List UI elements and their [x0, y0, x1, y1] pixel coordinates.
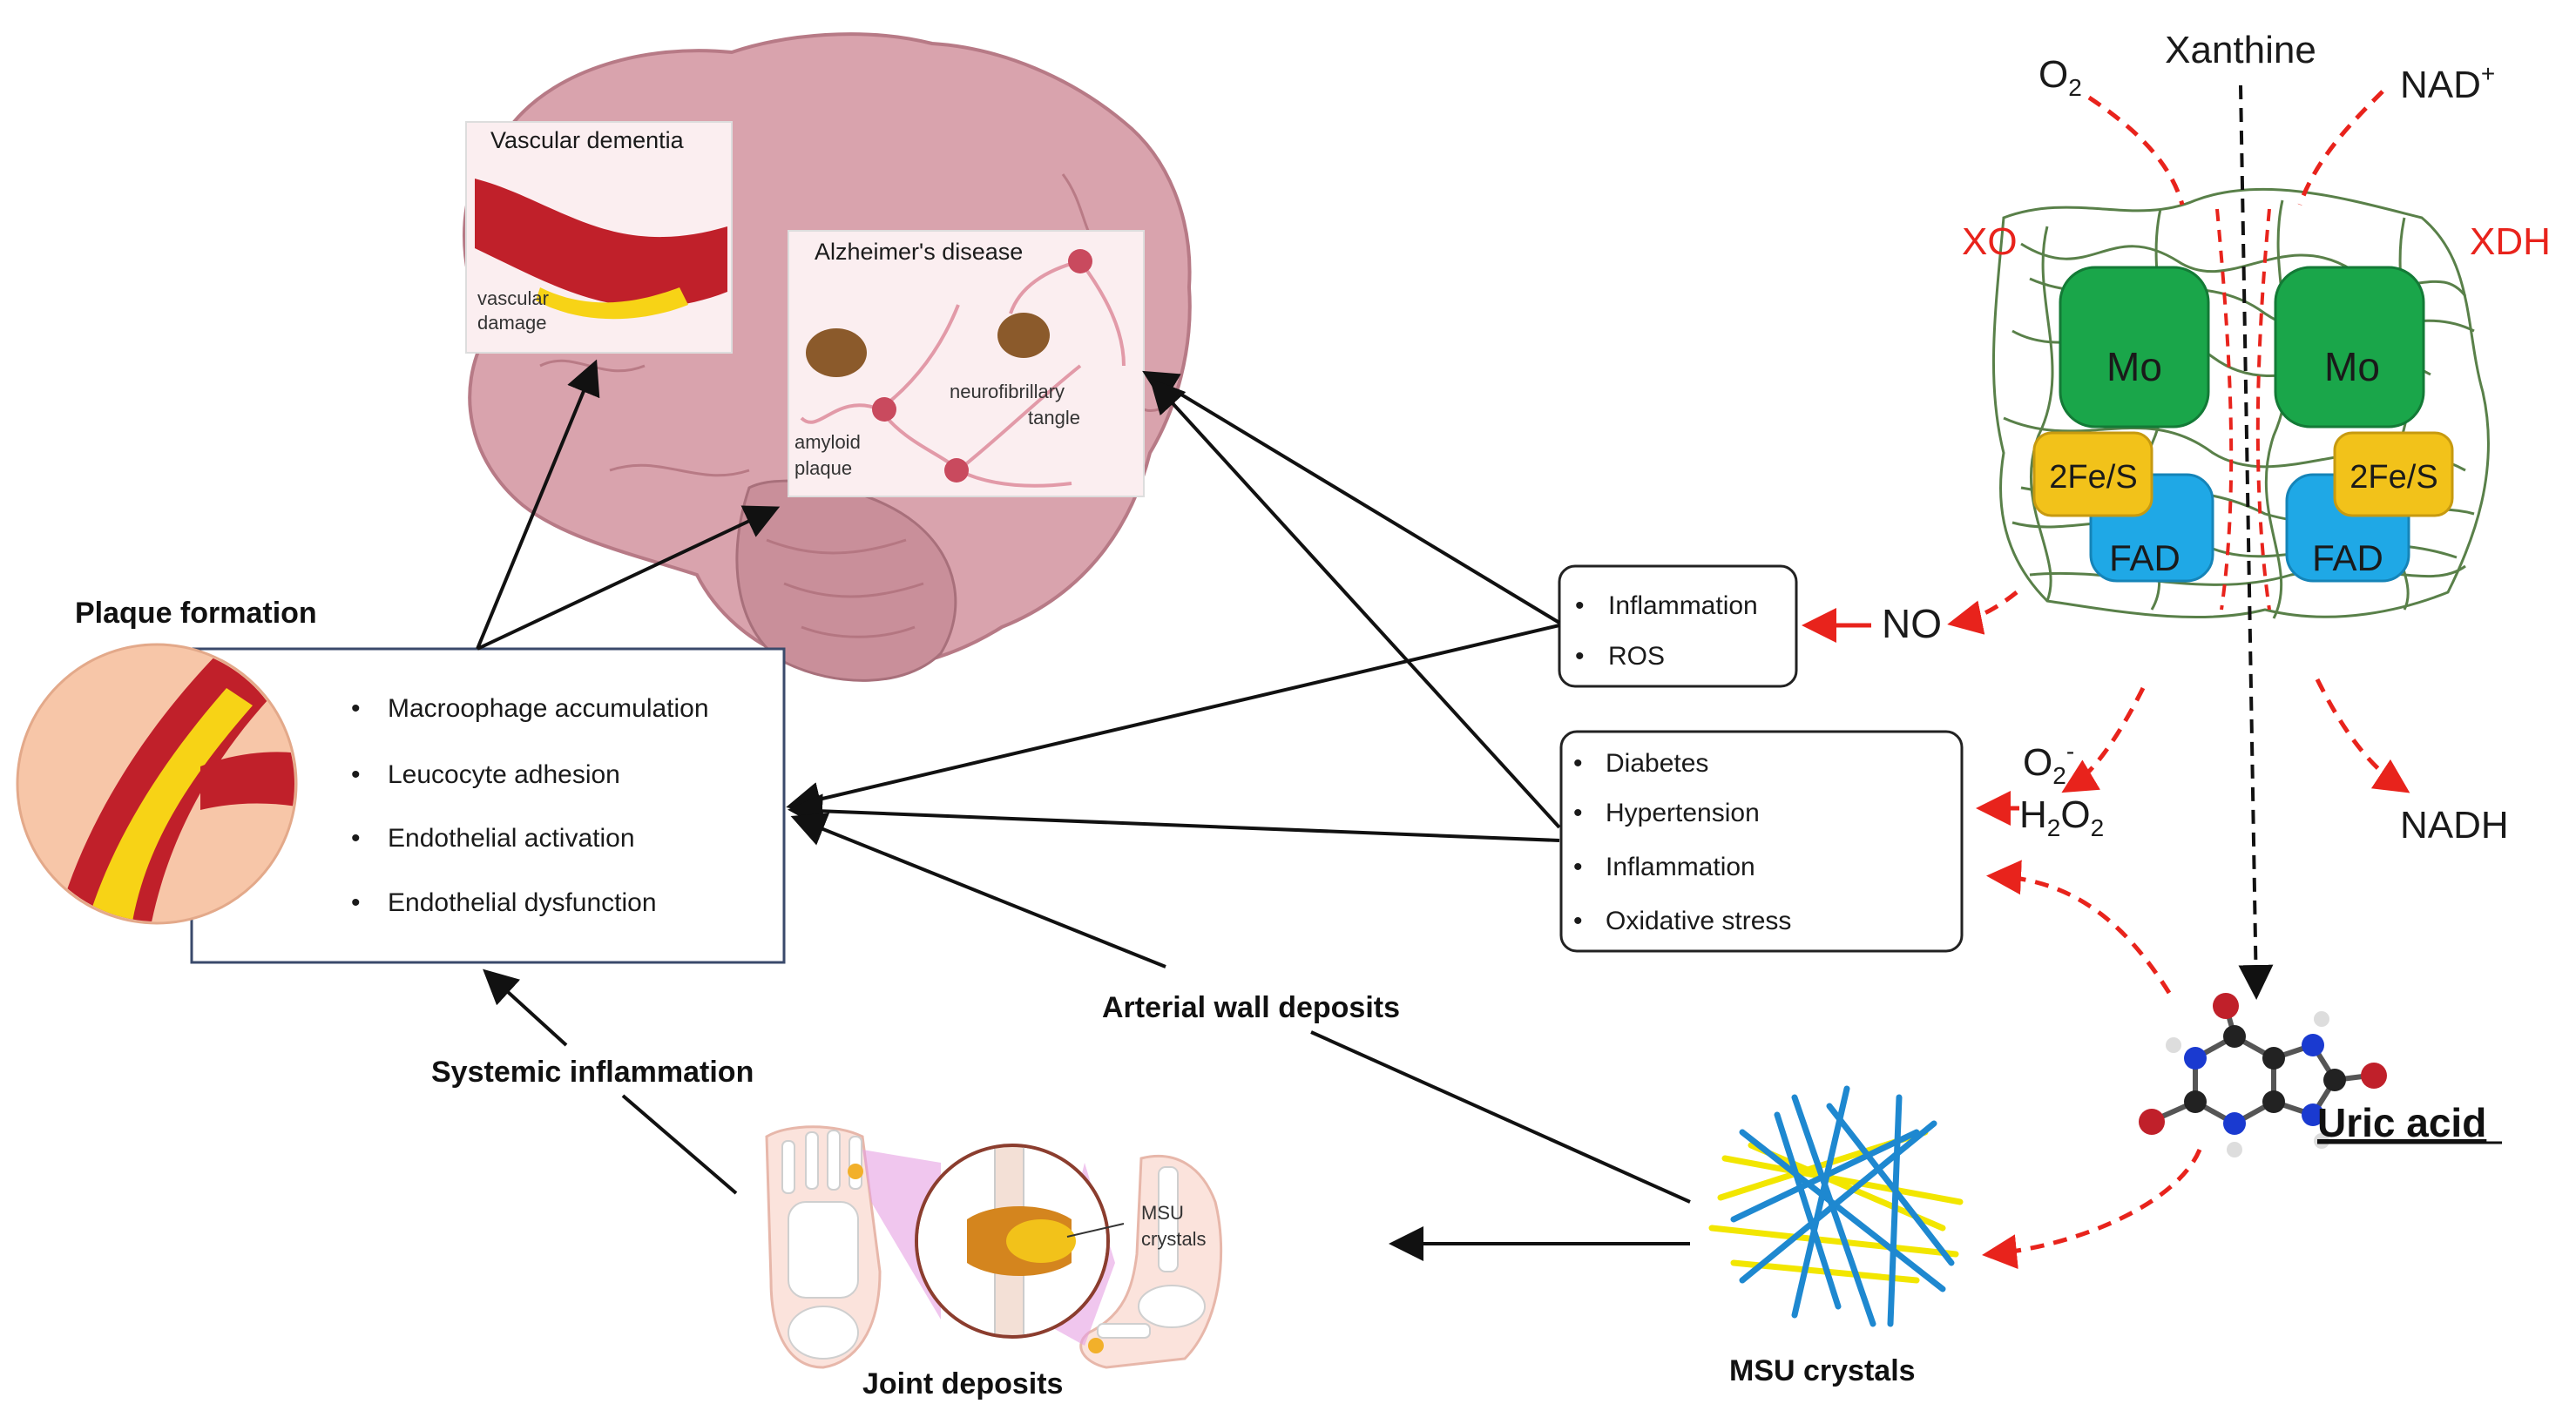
svg-text:•: • [1573, 907, 1583, 935]
no-label: NO [1882, 601, 1942, 646]
box-item: Hypertension [1606, 799, 1760, 827]
msu-crystals-illustration [1708, 1085, 1964, 1327]
joint-deposits-label: Joint deposits [862, 1367, 1063, 1400]
inflammation-ros-box: • Inflammation • ROS [1558, 564, 1798, 688]
tangle-label: neurofibrillary [950, 381, 1065, 402]
svg-text:•: • [351, 824, 361, 853]
xanthine-to-uric-arrow [2238, 84, 2274, 1000]
enzyme-complex: Mo Mo 2Fe/S 2Fe/S FAD FAD [1991, 187, 2490, 619]
alzheimers-title: Alzheimer's disease [815, 239, 1023, 265]
xdh-label: XDH [2470, 220, 2551, 263]
nad-label: NAD+ [2400, 60, 2495, 106]
fad-label-left: FAD [2109, 537, 2180, 578]
uric-acid-molecule [2139, 993, 2387, 1157]
fes-domain-right [2333, 431, 2454, 517]
enzyme-flow-arrows [1947, 90, 2410, 1270]
plaque-panel: Plaque formation • Macroophage accumulat… [16, 597, 786, 964]
amyloid-label-2: plaque [794, 457, 852, 479]
plaque-item: Macroophage accumulation [388, 694, 709, 723]
svg-text:•: • [351, 888, 361, 917]
uric-acid-label: Uric acid [2317, 1100, 2486, 1145]
relationship-arrows [476, 359, 1691, 1261]
svg-text:•: • [351, 694, 361, 723]
plaque-title: Plaque formation [75, 597, 317, 630]
box-item: ROS [1608, 642, 1665, 671]
plaque-item: Endothelial dysfunction [388, 888, 657, 917]
plaque-items: • Macroophage accumulation • Leucocyte a… [351, 694, 709, 917]
msu-callout-label: MSU [1141, 1202, 1184, 1224]
svg-text:•: • [351, 760, 361, 789]
fes-label-right: 2Fe/S [2350, 459, 2437, 496]
tangle-label-2: tangle [1028, 407, 1080, 429]
vascular-damage-label: vascular [477, 287, 549, 309]
plaque-item: Endothelial activation [388, 824, 635, 853]
box-item: Inflammation [1606, 853, 1755, 881]
brain-illustration: Vascular dementia vascular damage Alzhei… [463, 32, 1192, 682]
svg-text:•: • [1575, 591, 1585, 620]
fes-domain-left [2032, 431, 2153, 517]
svg-text:•: • [1573, 799, 1583, 827]
box-item: Oxidative stress [1606, 907, 1791, 935]
vascular-damage-label-2: damage [477, 312, 547, 334]
msu-callout-label-2: crystals [1141, 1228, 1207, 1250]
box-item: Diabetes [1606, 749, 1708, 778]
msu-crystals-label: MSU crystals [1729, 1354, 1916, 1387]
box-item: Inflammation [1608, 591, 1758, 620]
nadh-label: NADH [2400, 804, 2509, 847]
o2-label: O2 [2038, 53, 2082, 101]
amyloid-label: amyloid [794, 431, 861, 453]
xo-label: XO [1962, 220, 2018, 263]
vascular-dementia-title: Vascular dementia [490, 127, 685, 153]
risk-factors-box: • Diabetes • Hypertension • Inflammation… [1559, 730, 1964, 953]
arterial-wall-label: Arterial wall deposits [1102, 991, 1400, 1024]
superoxide-label: O2- [2023, 738, 2074, 789]
svg-text:•: • [1573, 853, 1583, 881]
fes-label-left: 2Fe/S [2049, 459, 2137, 496]
h2o2-label: H2O2 [2019, 793, 2104, 841]
plaque-item: Leucocyte adhesion [388, 760, 620, 789]
fad-label-right: FAD [2312, 537, 2383, 578]
mo-domain-left [2059, 266, 2210, 429]
mo-label-left: Mo [2106, 344, 2162, 389]
systemic-inflammation-label: Systemic inflammation [431, 1056, 754, 1089]
svg-text:•: • [1573, 749, 1583, 778]
foot-illustration [765, 1125, 1223, 1369]
mo-domain-right [2274, 266, 2425, 429]
xanthine-label: Xanthine [2165, 29, 2316, 71]
svg-text:•: • [1575, 642, 1585, 671]
mo-label-right: Mo [2324, 344, 2380, 389]
